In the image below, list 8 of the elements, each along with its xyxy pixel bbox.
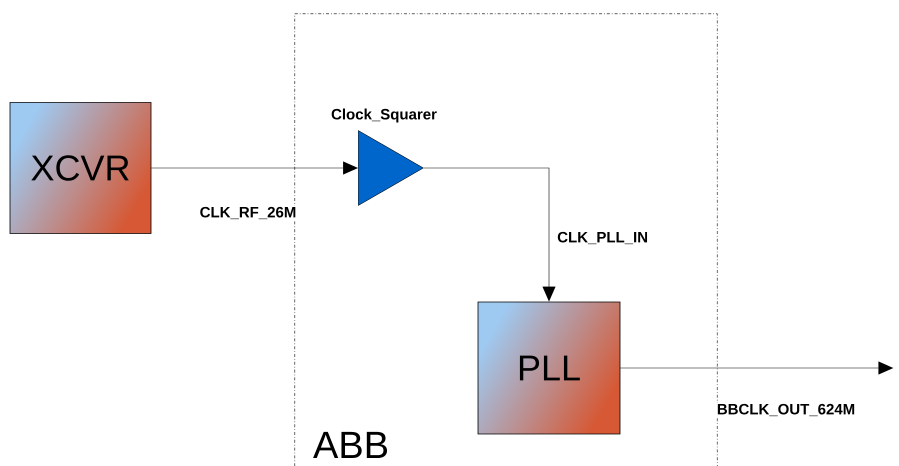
edge-label: CLK_RF_26M	[198, 206, 298, 220]
amplifier-label: Clock_Squarer	[332, 108, 437, 122]
edge-label: CLK_PLL_IN	[556, 230, 650, 246]
block-box: XCVR	[10, 102, 152, 234]
edge-label: BBCLK_OUT_624M	[716, 402, 856, 418]
frame-title: ABB	[313, 432, 388, 458]
amplifier-triangle	[358, 130, 424, 206]
block-box: PLL	[478, 302, 620, 434]
